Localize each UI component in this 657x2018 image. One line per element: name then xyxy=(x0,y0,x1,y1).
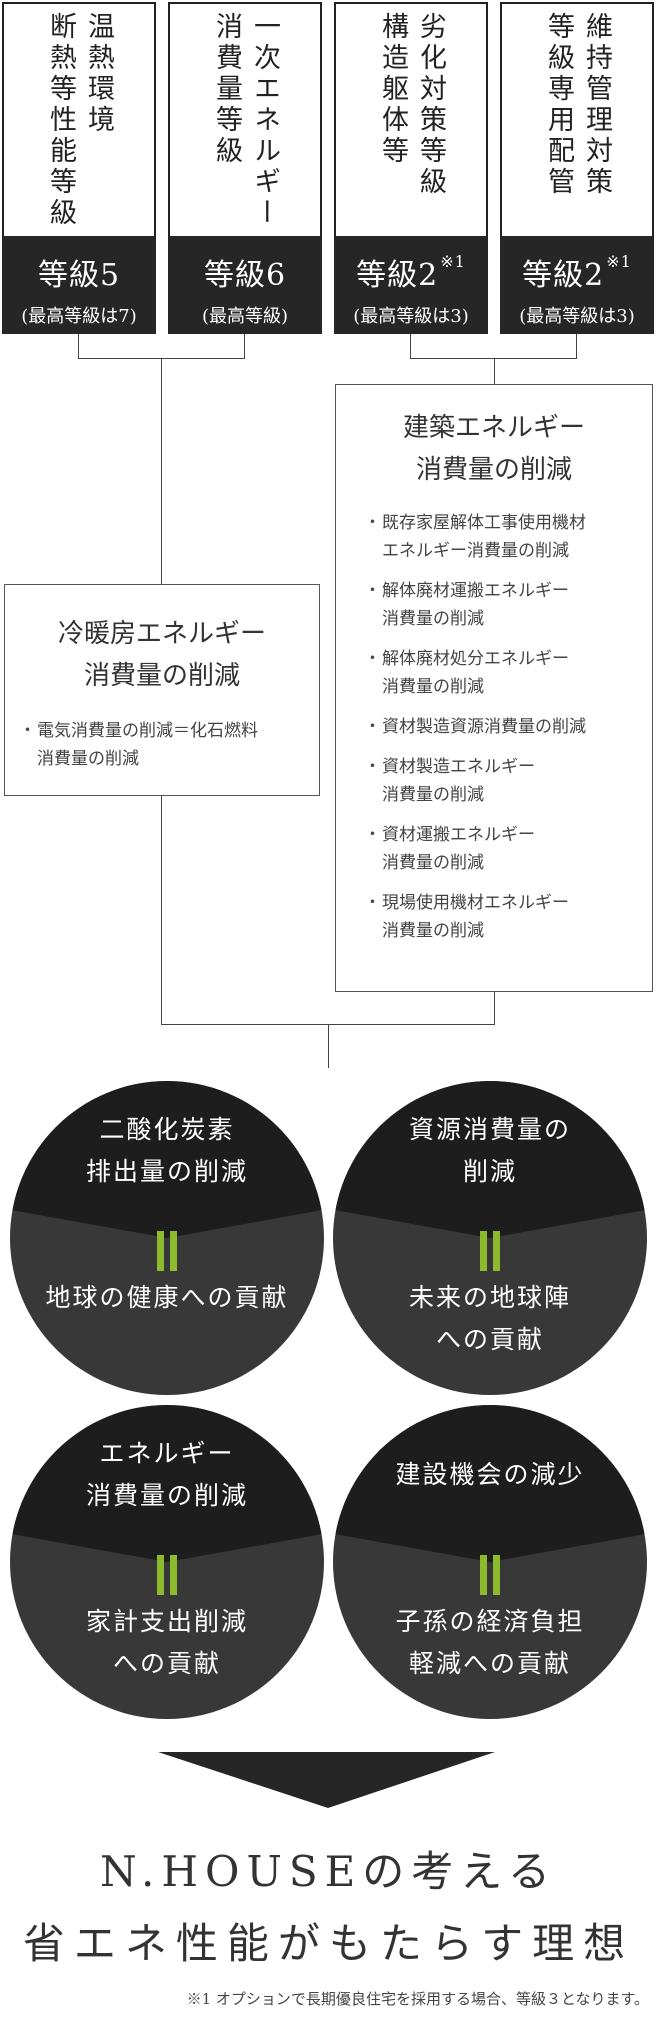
connector-line xyxy=(494,992,495,1024)
grade-badge: 等級5 (最高等級は7) xyxy=(2,236,156,334)
grade-column-deterioration: 劣化対策等級 構造躯体等 等級2※1 (最高等級は3) xyxy=(334,2,488,334)
equals-icon xyxy=(157,1231,177,1271)
circle-top-text: 資源消費量の 削減 xyxy=(408,1115,571,1186)
grade-max: (最高等級は3) xyxy=(353,306,469,327)
list-item: 解体廃材処分エネルギー 消費量の削減 xyxy=(356,645,652,701)
grade-value: 等級2 xyxy=(356,258,439,293)
grade-value: 等級6 xyxy=(203,258,287,293)
grade-value: 等級5 xyxy=(37,258,121,293)
benefit-circle-energy: エネルギー 消費量の削減 家計支出削減 への貢献 xyxy=(10,1405,324,1719)
grade-max: (最高等級) xyxy=(201,306,289,327)
circle-bottom-text: 未来の地球陣 への貢献 xyxy=(408,1283,571,1354)
list-item: 現場使用機材エネルギー 消費量の削減 xyxy=(356,889,652,945)
grade-title: 温熱環境 断熱等性能等級 xyxy=(45,12,114,229)
list-item: 資材製造エネルギー 消費量の削減 xyxy=(356,753,652,809)
circle-top-text: 建設機会の減少 xyxy=(395,1460,585,1489)
box-title: 冷暖房エネルギー 消費量の削減 xyxy=(57,619,266,691)
equals-icon xyxy=(157,1555,177,1595)
connector-line xyxy=(494,358,495,384)
connector-line xyxy=(410,358,577,359)
conclusion-line-2: 省エネ性能がもたらす理想 xyxy=(22,1919,635,1968)
grade-max: (最高等級は7) xyxy=(21,306,137,327)
benefit-circle-construction: 建設機会の減少 子孫の経済負担 軽減への貢献 xyxy=(333,1405,647,1719)
list-item: 既存家屋解体工事使用機材 エネルギー消費量の削減 xyxy=(356,509,652,565)
list-item: 解体廃材運搬エネルギー 消費量の削減 xyxy=(356,577,652,633)
connector-line xyxy=(244,334,245,358)
equals-icon xyxy=(480,1231,500,1271)
grade-footnote-mark: ※1 xyxy=(606,252,632,271)
equals-icon xyxy=(480,1555,500,1595)
grade-footnote-mark: ※1 xyxy=(440,252,466,271)
grade-column-maintenance: 維持管理対策 等級専用配管 等級2※1 (最高等級は3) xyxy=(500,2,654,334)
connector-line xyxy=(161,358,162,584)
connector-line xyxy=(328,1024,329,1068)
list-item: 資材運搬エネルギー 消費量の削減 xyxy=(356,821,652,877)
cooling-energy-box: 冷暖房エネルギー 消費量の削減 電気消費量の削減＝化石燃料 消費量の削減 xyxy=(4,584,320,796)
circle-bottom-text: 子孫の経済負担 軽減への貢献 xyxy=(395,1607,585,1678)
circle-bottom-text: 地球の健康への貢献 xyxy=(45,1283,289,1312)
connector-line xyxy=(78,334,79,358)
circle-top-text: 二酸化炭素 排出量の削減 xyxy=(85,1115,248,1186)
connector-line xyxy=(410,334,411,358)
grade-value: 等級2 xyxy=(522,258,605,293)
conclusion-line-1: N.HOUSEの考える xyxy=(99,1847,558,1896)
box-title: 建築エネルギー 消費量の削減 xyxy=(402,413,585,485)
grade-column-insulation: 温熱環境 断熱等性能等級 等級5 (最高等級は7) xyxy=(2,2,156,334)
grade-badge: 等級2※1 (最高等級は3) xyxy=(334,236,488,334)
grade-title: 一次エネルギー 消費量等級 xyxy=(211,12,280,229)
circle-bottom-text: 家計支出削減 への貢献 xyxy=(85,1607,248,1678)
circle-top-text: エネルギー 消費量の削減 xyxy=(85,1439,248,1510)
grade-column-primary-energy: 一次エネルギー 消費量等級 等級6 (最高等級) xyxy=(168,2,322,334)
connector-line xyxy=(161,796,162,1024)
grade-title: 維持管理対策 等級専用配管 xyxy=(543,12,612,198)
grade-max: (最高等級は3) xyxy=(519,306,635,327)
building-energy-box: 建築エネルギー 消費量の削減 既存家屋解体工事使用機材 エネルギー消費量の削減 … xyxy=(335,384,653,992)
list-item: 電気消費量の削減＝化石燃料 消費量の削減 xyxy=(11,717,319,773)
grade-badge: 等級2※1 (最高等級は3) xyxy=(500,236,654,334)
benefit-circle-resources: 資源消費量の 削減 未来の地球陣 への貢献 xyxy=(333,1081,647,1395)
connector-line xyxy=(576,334,577,358)
list-item: 資材製造資源消費量の削減 xyxy=(356,713,652,741)
benefit-circle-co2: 二酸化炭素 排出量の削減 地球の健康への貢献 xyxy=(10,1081,324,1395)
footnote: ※1 オプションで長期優良住宅を採用する場合、等級３となります。 xyxy=(186,1990,649,2008)
grade-badge: 等級6 (最高等級) xyxy=(168,236,322,334)
grade-title: 劣化対策等級 構造躯体等 xyxy=(377,12,446,198)
